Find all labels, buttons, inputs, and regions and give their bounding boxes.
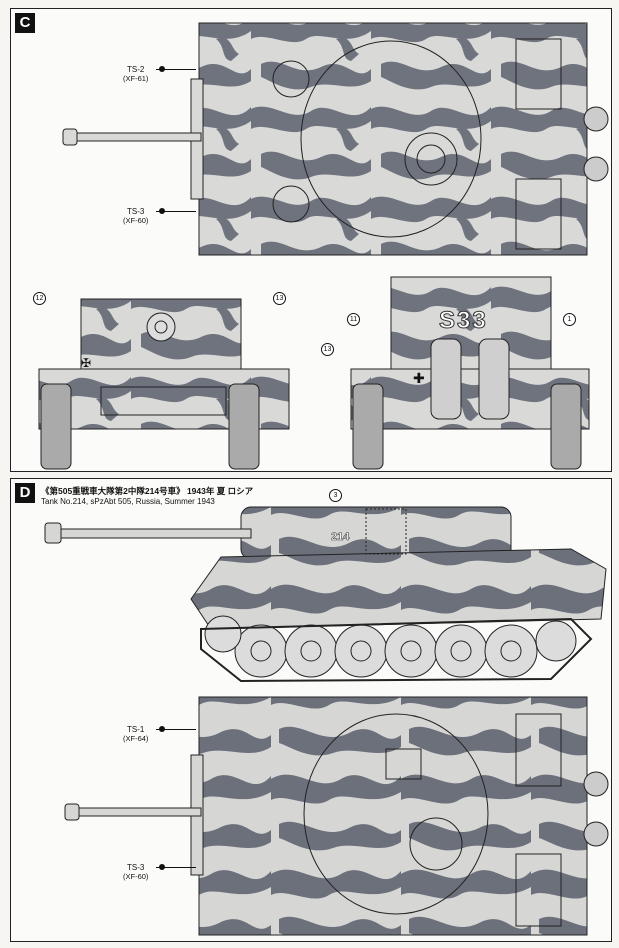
leader-dot — [159, 726, 165, 732]
paint-name: TS-3 — [127, 863, 145, 872]
callout-front-right: 13 — [273, 292, 286, 305]
turret-number-d: 214 — [331, 531, 350, 544]
leader-dot — [159, 864, 165, 870]
paint-name: TS-2 — [127, 65, 145, 74]
paint-label-upper: TS-2 (XF-61) — [123, 65, 148, 83]
paint-label-lower: TS-3 (XF-60) — [123, 863, 148, 881]
leader-line — [156, 867, 196, 868]
scheme-title-jp: 《第505重戦車大隊第2中隊214号車》 1943年 夏 ロシア — [41, 486, 254, 496]
turret-number-c: S33 — [439, 307, 488, 335]
paint-code: (XF-61) — [123, 74, 149, 83]
paint-code: (XF-60) — [123, 216, 149, 225]
panel-c: C — [10, 8, 612, 472]
paint-name: TS-3 — [127, 207, 145, 216]
panel-d-label: D — [15, 483, 35, 503]
leader-dot — [159, 66, 165, 72]
leader-line — [156, 211, 196, 212]
scheme-title-en: Tank No.214, sPzAbt 505, Russia, Summer … — [41, 497, 215, 506]
paint-name: TS-1 — [127, 725, 145, 734]
leader-line — [156, 729, 196, 730]
paint-code: (XF-60) — [123, 872, 149, 881]
panel-d: D 《第505重戦車大隊第2中隊214号車》 1943年 夏 ロシア Tank … — [10, 478, 612, 942]
tank-rear-view: ✚ — [350, 276, 590, 470]
callout-front-left: 12 — [33, 292, 46, 305]
tank-views-d — [44, 506, 609, 936]
callout-side: 3 — [329, 489, 342, 502]
callout-rear-right: 1 — [563, 313, 576, 326]
paint-code: (XF-64) — [123, 734, 149, 743]
svg-text:✠: ✠ — [81, 356, 91, 370]
panel-c-label: C — [15, 13, 35, 33]
callout-rear-lower-left: 13 — [321, 343, 334, 356]
callout-rear-upper-left: 11 — [347, 313, 360, 326]
svg-text:✚: ✚ — [413, 371, 425, 387]
leader-dot — [159, 208, 165, 214]
paint-label-upper: TS-1 (XF-64) — [123, 725, 148, 743]
tank-top-view-c: ✠ ✚ — [38, 22, 609, 470]
leader-line — [156, 69, 196, 70]
tank-front-view: ✠ — [38, 298, 290, 470]
paint-label-lower: TS-3 (XF-60) — [123, 207, 148, 225]
